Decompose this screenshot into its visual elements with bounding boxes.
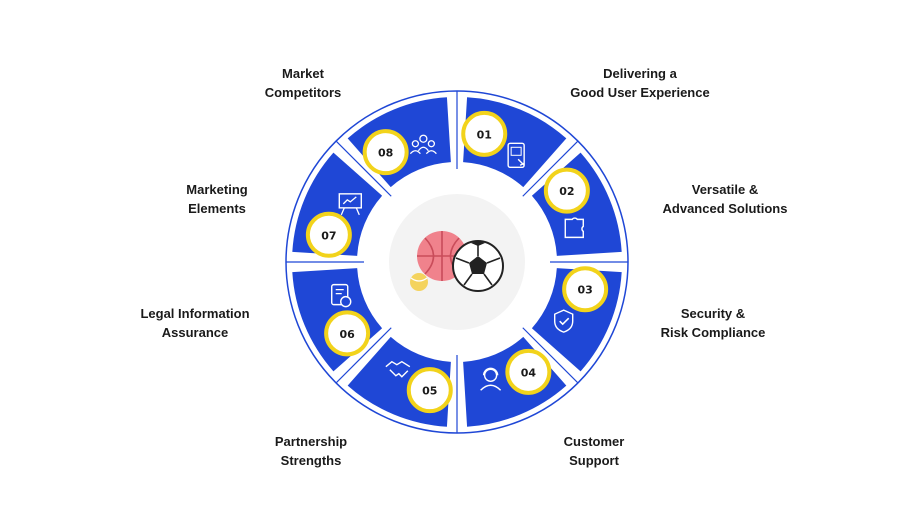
label-line: Marketing xyxy=(186,182,248,197)
badge-circle xyxy=(324,310,371,357)
label-line: Advanced Solutions xyxy=(662,201,788,216)
label-line: Market xyxy=(282,66,324,81)
ux-mobile-icon xyxy=(507,142,525,168)
number-badge-07: 07 xyxy=(305,211,352,258)
label-line: Good User Experience xyxy=(570,85,710,100)
presentation-board-icon xyxy=(338,193,362,216)
number-badge-04: 04 xyxy=(505,348,552,395)
label-line: Customer xyxy=(563,434,625,449)
number-badge-05: 05 xyxy=(406,367,453,414)
number-badge-08: 08 xyxy=(362,129,409,176)
label-line: Partnership xyxy=(274,434,348,449)
label-line: Versatile & xyxy=(691,182,759,197)
label-line: Elements xyxy=(188,201,246,216)
badge-number: 03 xyxy=(577,284,592,297)
badge-number: 02 xyxy=(559,185,574,198)
badge-number: 05 xyxy=(422,385,437,398)
segment-divider xyxy=(522,327,579,384)
support-agent-icon xyxy=(480,367,502,391)
label-01: Delivering a Good User Experience xyxy=(545,64,735,102)
shield-check-icon xyxy=(554,309,574,333)
number-badge-03: 03 xyxy=(562,266,609,313)
number-badge-01: 01 xyxy=(461,110,508,157)
label-line: Assurance xyxy=(161,325,229,340)
badge-number: 04 xyxy=(521,366,537,379)
label-line: Support xyxy=(569,453,619,468)
badge-number: 06 xyxy=(339,328,355,341)
label-line: Risk Compliance xyxy=(660,325,766,340)
puzzle-icon xyxy=(564,217,584,239)
badge-number: 01 xyxy=(477,128,492,141)
label-line: Competitors xyxy=(264,85,342,100)
competitors-team-icon xyxy=(409,134,437,155)
label-line: Strengths xyxy=(280,453,342,468)
badge-circle xyxy=(461,110,508,157)
badge-circle xyxy=(543,167,590,214)
handshake-icon xyxy=(385,360,411,378)
badge-circle xyxy=(305,211,352,258)
segment-divider xyxy=(335,140,392,197)
number-badge-02: 02 xyxy=(543,167,590,214)
center-hub xyxy=(365,170,549,354)
label-line: Legal Information xyxy=(140,306,250,321)
label-03: Security & Risk Compliance xyxy=(618,304,808,342)
label-02: Versatile & Advanced Solutions xyxy=(630,180,820,218)
badge-circle xyxy=(406,367,453,414)
badge-number: 08 xyxy=(378,147,393,160)
badge-number: 07 xyxy=(321,229,336,242)
badge-circle xyxy=(505,348,552,395)
tennis-ball-icon xyxy=(410,273,428,291)
badge-circle xyxy=(562,266,609,313)
sports-balls-icon xyxy=(410,231,504,292)
segment-divider xyxy=(335,327,392,384)
badge-circle xyxy=(362,129,409,176)
secure-document-icon xyxy=(331,283,352,308)
segment-divider xyxy=(522,140,579,197)
number-badge-06: 06 xyxy=(324,310,371,357)
label-line: Security & xyxy=(680,306,746,321)
label-line: Delivering a xyxy=(603,66,677,81)
